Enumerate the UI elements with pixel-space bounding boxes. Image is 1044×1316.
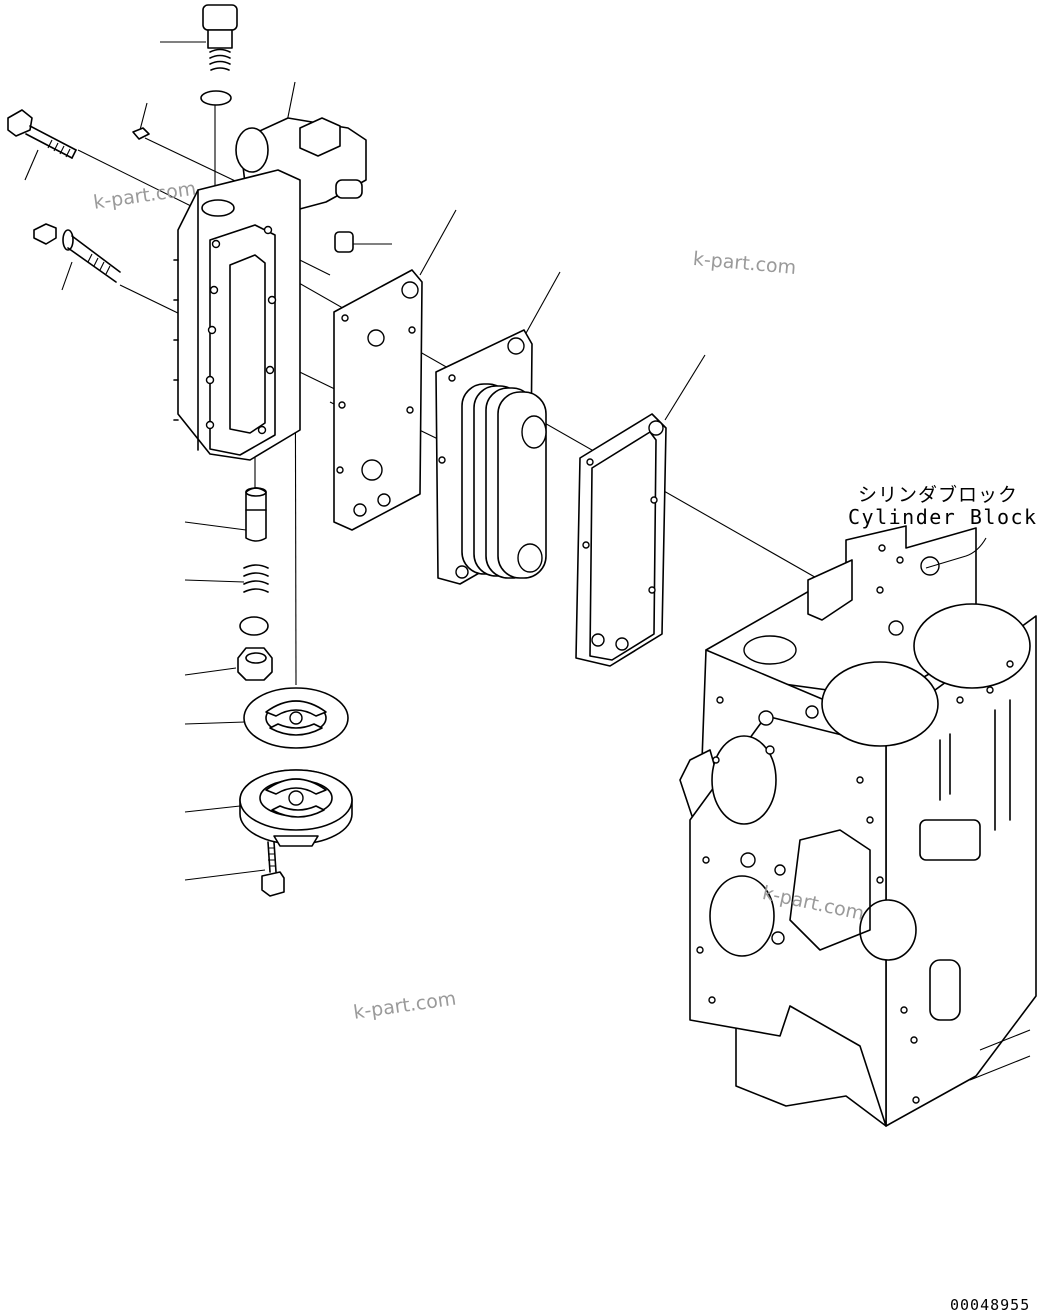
valve bbox=[245, 487, 267, 542]
flange-bolt bbox=[261, 841, 285, 897]
long-bolt-upper bbox=[7, 109, 77, 159]
o-ring-lower bbox=[239, 616, 269, 636]
thermostat bbox=[239, 769, 353, 847]
relief-valve-plug bbox=[202, 4, 238, 71]
cylinder-block-label-jp: シリンダブロック bbox=[858, 484, 1019, 506]
drawing-number: 00048955 bbox=[950, 1296, 1031, 1314]
small-plug bbox=[132, 127, 150, 140]
cylinder-block-label-en: Cylinder Block bbox=[848, 505, 1038, 529]
cover-screw bbox=[334, 231, 354, 253]
long-bolt-lower bbox=[33, 223, 121, 283]
gasket-1 bbox=[333, 269, 423, 531]
cylinder-block bbox=[679, 525, 1037, 1127]
oil-cooler-element bbox=[435, 329, 547, 585]
leader-lines bbox=[24, 41, 706, 881]
oil-cooler-cover bbox=[173, 117, 367, 461]
gasket-2 bbox=[575, 413, 667, 667]
valve-plug bbox=[237, 647, 273, 681]
valve-spring bbox=[243, 564, 269, 593]
thermostat-plate bbox=[243, 687, 349, 749]
o-ring-top bbox=[200, 90, 232, 106]
